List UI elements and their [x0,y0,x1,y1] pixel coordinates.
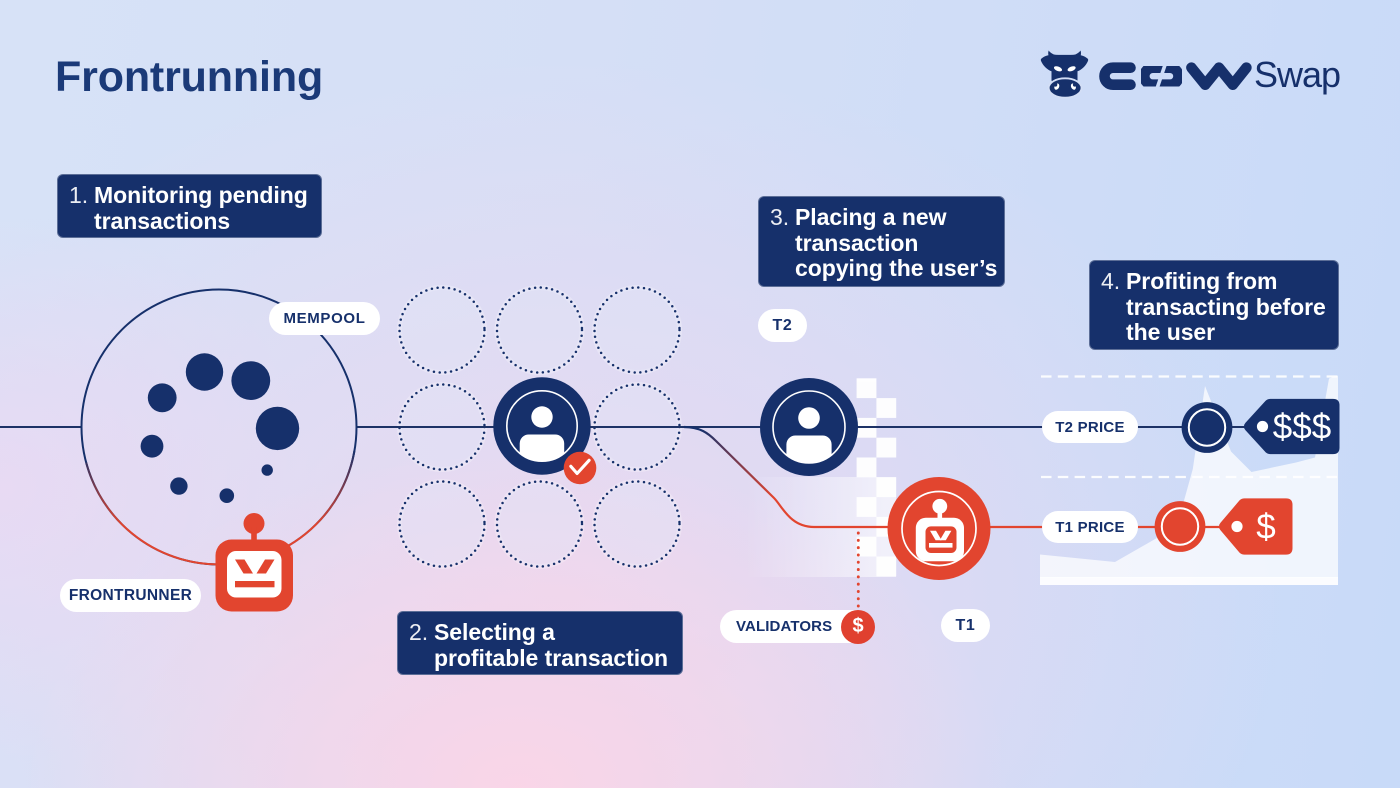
svg-text:$$$: $$$ [1273,408,1331,447]
svg-text:$: $ [1256,508,1275,547]
